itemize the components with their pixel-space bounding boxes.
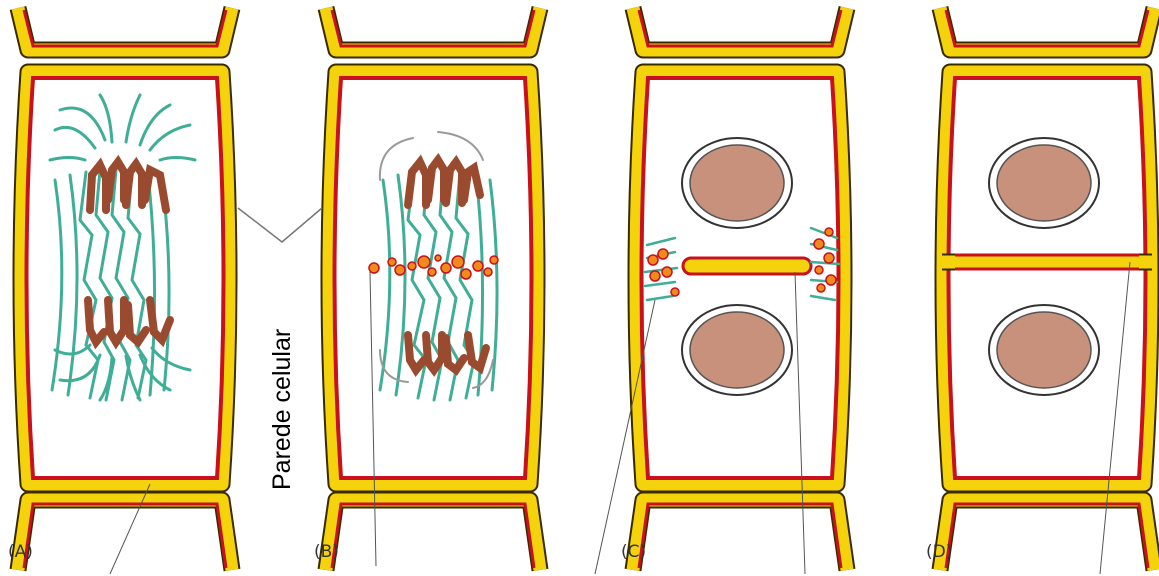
panel-a: (A) xyxy=(8,8,232,570)
panel-d: (D) xyxy=(926,8,1154,574)
panel-label-c: (C) xyxy=(621,542,646,562)
panel-b: (B) xyxy=(314,8,540,570)
wall-label: Parede celular xyxy=(268,329,296,490)
cell-plate xyxy=(683,258,811,274)
wall-label-connector xyxy=(238,208,322,242)
panel-label-a: (A) xyxy=(8,542,33,562)
nucleus-top xyxy=(989,138,1099,228)
nucleus-bottom xyxy=(989,305,1099,395)
panel-c: (C) xyxy=(595,8,847,574)
panel-label-b: (B) xyxy=(314,542,339,562)
nucleus-top xyxy=(682,138,792,228)
nucleus-bottom xyxy=(682,305,792,395)
panel-label-d: (D) xyxy=(926,542,952,562)
